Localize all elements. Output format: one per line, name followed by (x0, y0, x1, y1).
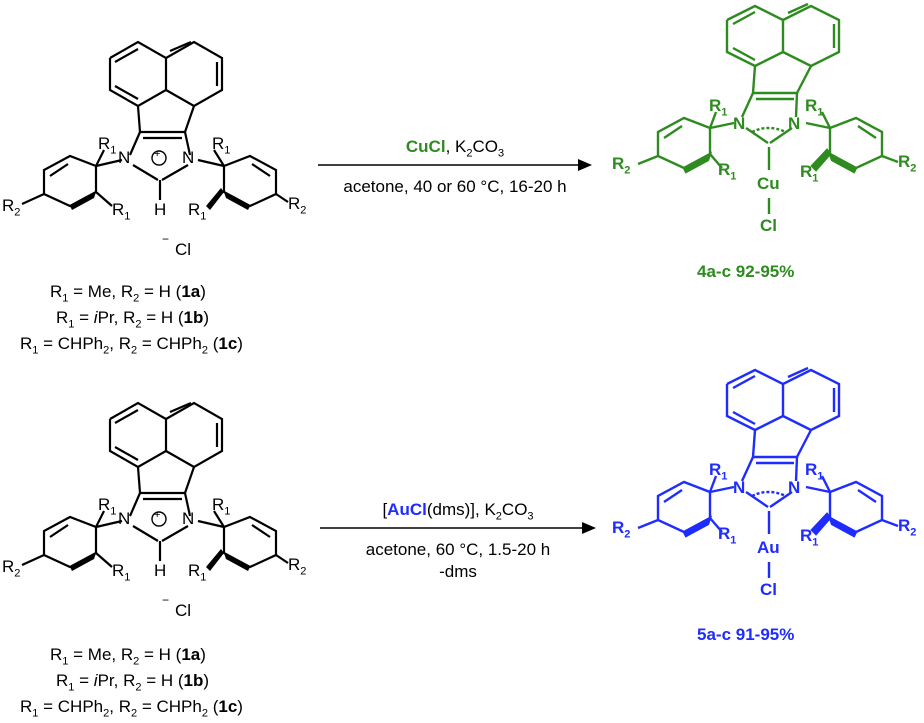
substituent-legend-row: R1 = CHPh2, R2 = CHPh2 (1c) (20, 334, 243, 357)
reaction-1-conditions: acetone, 40 or 60 °C, 16-20 h (343, 177, 567, 196)
hydrogen-label: H (154, 561, 167, 580)
chloride-label: Cl (175, 240, 192, 259)
nitrogen-label: N (733, 478, 746, 497)
r1-label: R1 (188, 561, 207, 584)
reaction-arrow-1 (318, 159, 592, 171)
r1-label: R1 (805, 96, 824, 119)
r2-label: R2 (612, 154, 631, 177)
r2-label: R2 (898, 152, 917, 175)
hydrogen-label: H (154, 200, 167, 219)
product-5-label: 5a-c 91-95% (697, 625, 795, 644)
reaction-1-reagents: CuCl, K2CO3 (405, 137, 505, 160)
reaction-2-conditions: acetone, 60 °C, 1.5-20 h (365, 540, 551, 559)
nitrogen-label: N (788, 114, 801, 133)
substituent-legend-row: R1 = Me, R2 = H (1a) (50, 282, 206, 305)
r1-label: R1 (718, 524, 737, 547)
chloro-ligand-label: Cl (760, 216, 777, 235)
r2-label: R2 (288, 555, 307, 578)
r1-label: R1 (709, 96, 728, 119)
imidazolium-salt-1 (20, 40, 290, 212)
substituent-legend-row: R1 = CHPh2, R2 = CHPh2 (1c) (20, 697, 243, 720)
nitrogen-label: N (182, 148, 195, 167)
product-4-label: 4a-c 92-95% (697, 262, 795, 281)
nitrogen-label: N (118, 509, 131, 528)
r1-label: R1 (188, 200, 207, 223)
minus-charge: − (162, 593, 170, 607)
copper-complex-structure (637, 2, 899, 214)
reaction-2-byproduct: -dms (439, 562, 477, 581)
chloro-ligand-label: Cl (760, 580, 777, 599)
plus-charge: + (154, 509, 161, 521)
r1-label: R1 (98, 495, 117, 518)
gold-label: Au (757, 538, 780, 557)
r1-label: R1 (718, 160, 737, 183)
r2-label: R2 (2, 557, 21, 580)
r1-label: R1 (112, 200, 131, 223)
reaction-2-reagents: [AuCl(dms)], K2CO3 (382, 500, 534, 523)
substituent-legend-row: R1 = Me, R2 = H (1a) (50, 645, 206, 668)
chloride-label: Cl (175, 601, 192, 620)
minus-charge: − (162, 232, 170, 246)
r1-label: R1 (800, 162, 819, 185)
reaction-arrow-2 (320, 522, 596, 534)
r2-label: R2 (612, 518, 631, 541)
r1-label: R1 (709, 460, 728, 483)
r1-label: R1 (805, 460, 824, 483)
copper-label: Cu (757, 174, 780, 193)
nitrogen-label: N (788, 478, 801, 497)
substituent-legend-row: R1 = iPr, R2 = H (1b) (56, 671, 210, 694)
r2-label: R2 (288, 194, 307, 217)
r1-label: R1 (98, 134, 117, 157)
r1-label: R1 (112, 561, 131, 584)
nitrogen-label: N (118, 148, 131, 167)
r1-label: R1 (212, 134, 231, 157)
r1-label: R1 (800, 526, 819, 549)
plus-charge: + (154, 148, 161, 160)
r1-label: R1 (212, 495, 231, 518)
gold-complex-structure (637, 366, 899, 578)
r2-label: R2 (898, 516, 917, 539)
r2-label: R2 (2, 196, 21, 219)
substituent-legend-row: R1 = iPr, R2 = H (1b) (56, 308, 210, 331)
nitrogen-label: N (182, 509, 195, 528)
imidazolium-salt-2 (20, 401, 290, 573)
nitrogen-label: N (733, 114, 746, 133)
